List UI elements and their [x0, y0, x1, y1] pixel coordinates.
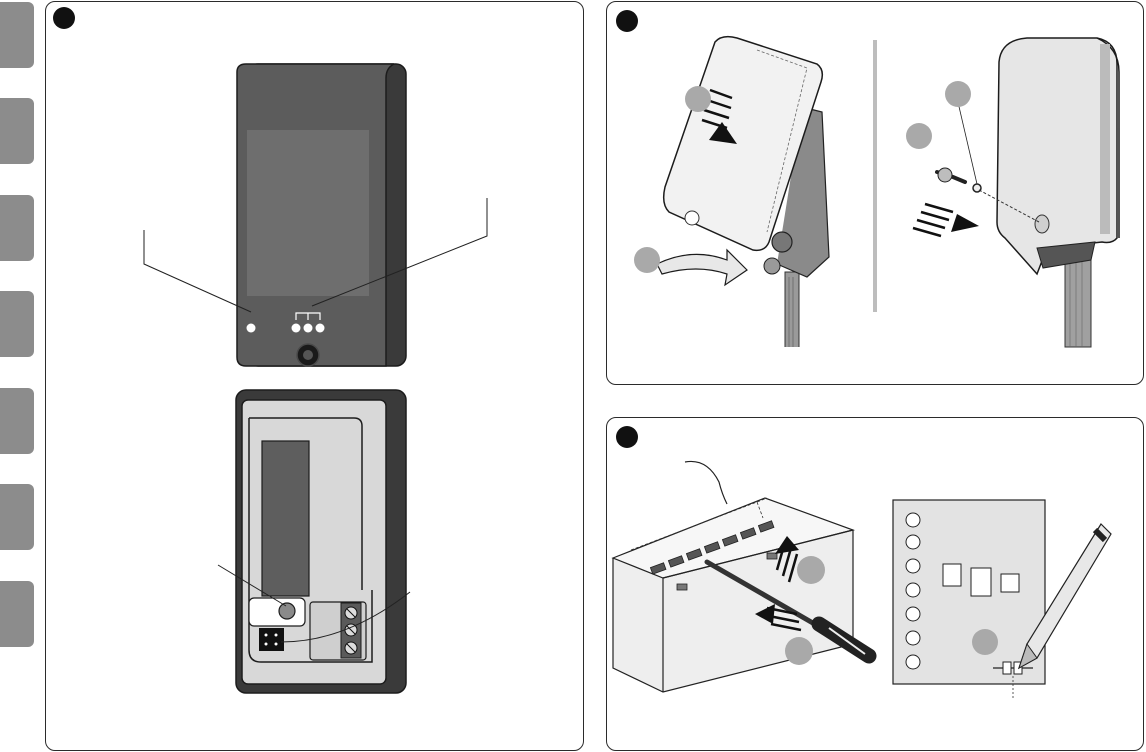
side-tab[interactable]	[0, 388, 34, 454]
panel-opening-and-cutting	[606, 417, 1144, 751]
mounting-illustration	[607, 2, 1144, 385]
side-tab[interactable]	[0, 291, 34, 357]
cover-slide-illustration	[634, 37, 829, 347]
opening-illustration	[607, 418, 1144, 751]
panel-cover-mounting	[606, 1, 1144, 385]
side-tab[interactable]	[0, 581, 34, 647]
callout-marker	[972, 629, 998, 655]
side-tab[interactable]	[0, 2, 34, 68]
led-indicator	[316, 324, 325, 333]
callout-marker	[634, 247, 660, 273]
led-indicator	[304, 324, 313, 333]
device-front-view	[237, 64, 406, 366]
lid-prying-illustration	[613, 461, 869, 692]
led-indicator	[292, 324, 301, 333]
side-tab[interactable]	[0, 98, 34, 164]
screw-fixing-illustration	[906, 38, 1119, 347]
side-tab[interactable]	[0, 484, 34, 550]
pcb-cutting-illustration	[893, 500, 1111, 698]
connector-icon	[259, 628, 284, 651]
device-open-view	[236, 390, 406, 693]
arrow-icon	[951, 214, 979, 232]
callout-marker	[945, 81, 971, 107]
led-indicator	[247, 324, 256, 333]
callout-marker	[906, 123, 932, 149]
callout-marker	[785, 637, 813, 665]
device-illustration	[46, 2, 584, 751]
callout-marker	[685, 86, 711, 112]
side-tab[interactable]	[0, 195, 34, 261]
callout-marker	[797, 556, 825, 584]
side-tab-strip	[0, 0, 34, 752]
panel-device-overview	[45, 1, 584, 751]
